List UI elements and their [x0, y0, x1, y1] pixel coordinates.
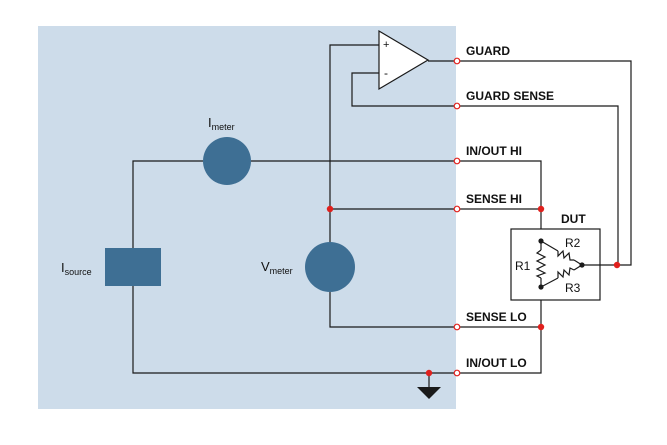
current-meter-label: Imeter — [208, 115, 235, 132]
guard-sense-terminal-label: GUARD SENSE — [466, 89, 554, 103]
guard-wire — [428, 60, 632, 266]
in-out-lo-terminal-icon — [453, 369, 461, 377]
junction-dot-sense-hi-vmeter — [326, 205, 334, 213]
junction-dot-ground — [425, 369, 433, 377]
in-out-hi-wire — [132, 160, 542, 248]
in-out-hi-terminal-label: IN/OUT HI — [466, 144, 522, 158]
voltage-meter-label: Vmeter — [261, 259, 293, 276]
resistor-r2-icon — [557, 249, 574, 261]
junction-dot-sense-lo-dut — [537, 323, 545, 331]
dut-node-right — [579, 262, 585, 268]
guard-sense-wire — [351, 72, 619, 265]
junction-dots — [326, 205, 621, 377]
amp-plus-sign: + — [383, 39, 389, 51]
sense-lo-terminal-icon — [453, 323, 461, 331]
junction-dot-sense-hi-dut — [537, 205, 545, 213]
sense-hi-terminal-label: SENSE HI — [466, 192, 522, 206]
guard-terminal-label: GUARD — [466, 44, 510, 58]
in-out-lo-wire — [132, 286, 542, 374]
resistor-r1-label: R1 — [515, 259, 531, 273]
instrument-panel — [38, 26, 456, 409]
sense-hi-terminal-icon — [453, 205, 461, 213]
current-source-symbol — [105, 248, 161, 286]
current-source-label: Isource — [61, 260, 92, 277]
in-out-lo-terminal-label: IN/OUT LO — [466, 356, 527, 370]
guard-sense-terminal-icon — [453, 102, 461, 110]
amp-plus-feed-wire — [329, 44, 379, 243]
ground-symbol-icon — [417, 387, 441, 399]
dut-node-top — [538, 238, 544, 244]
dut-node-bottom — [538, 284, 544, 290]
in-out-hi-terminal-icon — [453, 157, 461, 165]
junction-dot-guard — [613, 261, 621, 269]
sense-lo-terminal-label: SENSE LO — [466, 310, 527, 324]
dut-title: DUT — [561, 212, 586, 226]
dut-internal-wire — [540, 240, 617, 288]
amp-minus-sign: - — [384, 66, 388, 80]
guard-terminal-icon — [453, 57, 461, 65]
resistor-r1-icon — [535, 249, 547, 279]
voltage-meter-symbol — [305, 242, 355, 292]
resistor-r3-icon — [557, 267, 575, 279]
resistor-r2-label: R2 — [565, 236, 581, 250]
current-meter-symbol — [203, 137, 251, 185]
guard-amplifier: + - — [378, 29, 430, 91]
terminal-connectors — [453, 57, 461, 377]
resistor-r3-label: R3 — [565, 281, 581, 295]
